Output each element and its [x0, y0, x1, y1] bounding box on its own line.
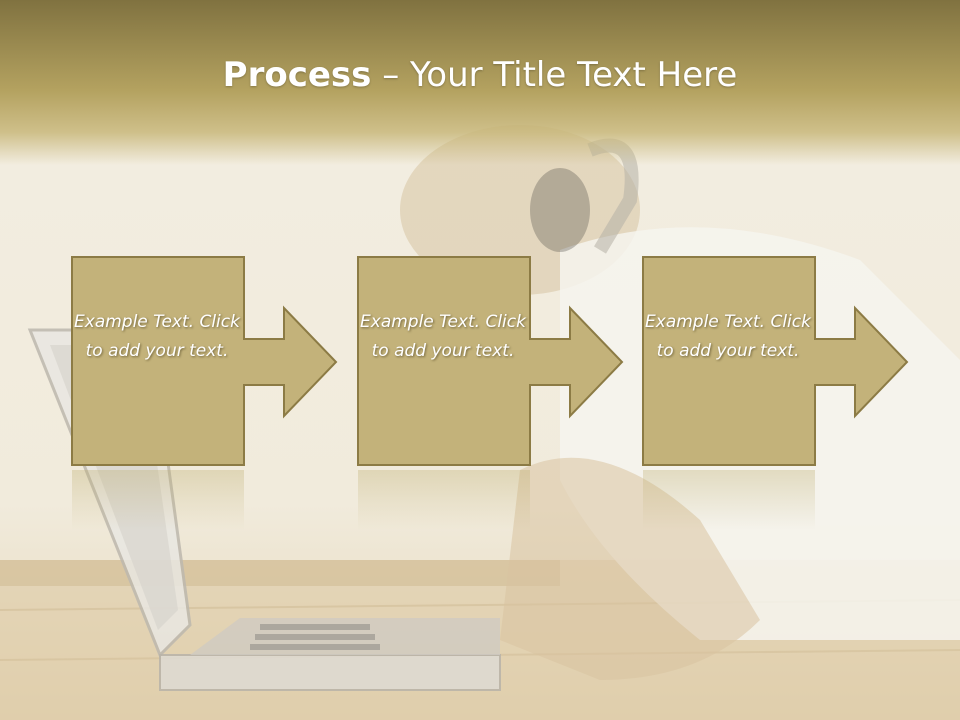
step-2-reflection	[358, 470, 530, 530]
title-subtext: Your Title Text Here	[410, 55, 738, 95]
title-bold: Process	[222, 55, 372, 95]
step-3-arrow-shape	[642, 256, 909, 466]
step-2-arrow-shape	[357, 256, 624, 466]
process-step-1[interactable]: Example Text. Click to add your text.	[71, 256, 343, 468]
title-band	[0, 0, 960, 165]
title-separator: –	[382, 55, 400, 95]
slide-title[interactable]: Process – Your Title Text Here	[0, 52, 960, 98]
process-step-2[interactable]: Example Text. Click to add your text.	[357, 256, 629, 468]
step-1-text[interactable]: Example Text. Click to add your text.	[74, 312, 240, 361]
step-3-reflection	[643, 470, 815, 530]
step-1-reflection	[72, 470, 244, 530]
step-2-text[interactable]: Example Text. Click to add your text.	[360, 312, 526, 361]
process-step-3[interactable]: Example Text. Click to add your text.	[642, 256, 914, 468]
step-1-arrow-shape	[71, 256, 338, 466]
step-3-text[interactable]: Example Text. Click to add your text.	[645, 312, 811, 361]
